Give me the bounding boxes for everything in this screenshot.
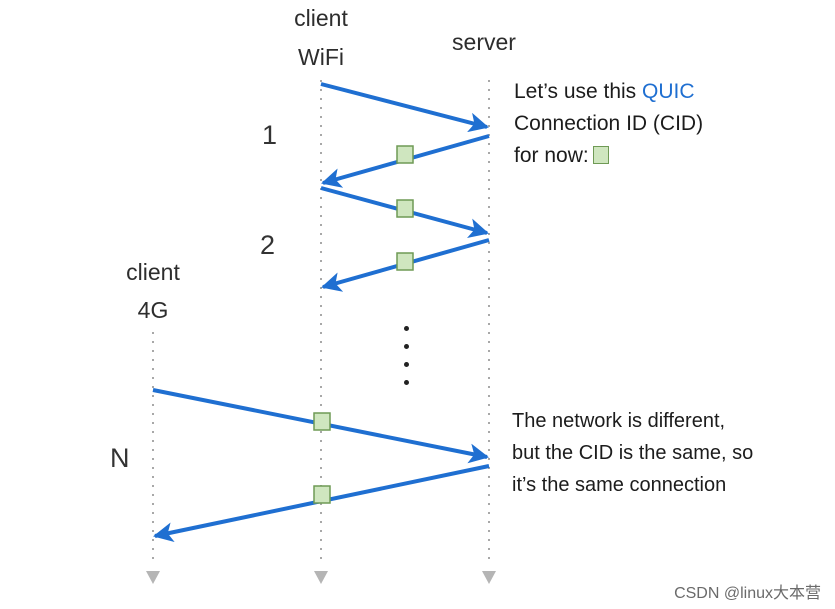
cid-intro-note: Let’s use this QUIC Connection ID (CID) … <box>514 76 703 172</box>
migration-line3: it’s the same connection <box>512 474 727 496</box>
cid-intro-line1: Let’s use this QUIC <box>514 76 703 108</box>
client-4g-label-line1: client <box>126 259 180 285</box>
cid-intro-line3-wrap: for now: <box>514 140 703 172</box>
down-triangle-icon <box>482 571 496 584</box>
migration-line1: The network is different, <box>512 410 726 432</box>
down-triangle-icon <box>146 571 160 584</box>
ellipsis-icon <box>404 326 410 398</box>
step-label-n: N <box>110 443 130 473</box>
quic-highlight: QUIC <box>642 80 695 103</box>
cid-intro-prefix: Let’s use this <box>514 80 643 103</box>
cid-intro-line2: Connection ID (CID) <box>514 112 704 135</box>
cid-square-icon <box>396 252 414 271</box>
cid-square-icon <box>396 145 414 164</box>
step-label-2: 2 <box>260 230 276 260</box>
migration-note: The network is different, but the CID is… <box>512 405 753 501</box>
cid-square-icon <box>592 146 609 164</box>
server-label: server <box>452 29 516 55</box>
client-wifi-label-line2: WiFi <box>298 44 344 70</box>
cid-intro-line3: for now: <box>514 144 589 167</box>
down-triangle-icon <box>314 571 328 584</box>
client-wifi-label-line1: client <box>294 5 348 31</box>
cid-square-icon <box>313 412 331 431</box>
step-label-1: 1 <box>262 120 278 150</box>
migration-line2: but the CID is the same, so <box>512 442 754 464</box>
client-4g-label-line2: 4G <box>137 297 169 323</box>
message-arrow-1-request <box>320 82 489 133</box>
cid-square-icon <box>313 485 331 504</box>
watermark: CSDN @linux大本营 <box>674 585 821 602</box>
cid-square-icon <box>396 199 414 218</box>
